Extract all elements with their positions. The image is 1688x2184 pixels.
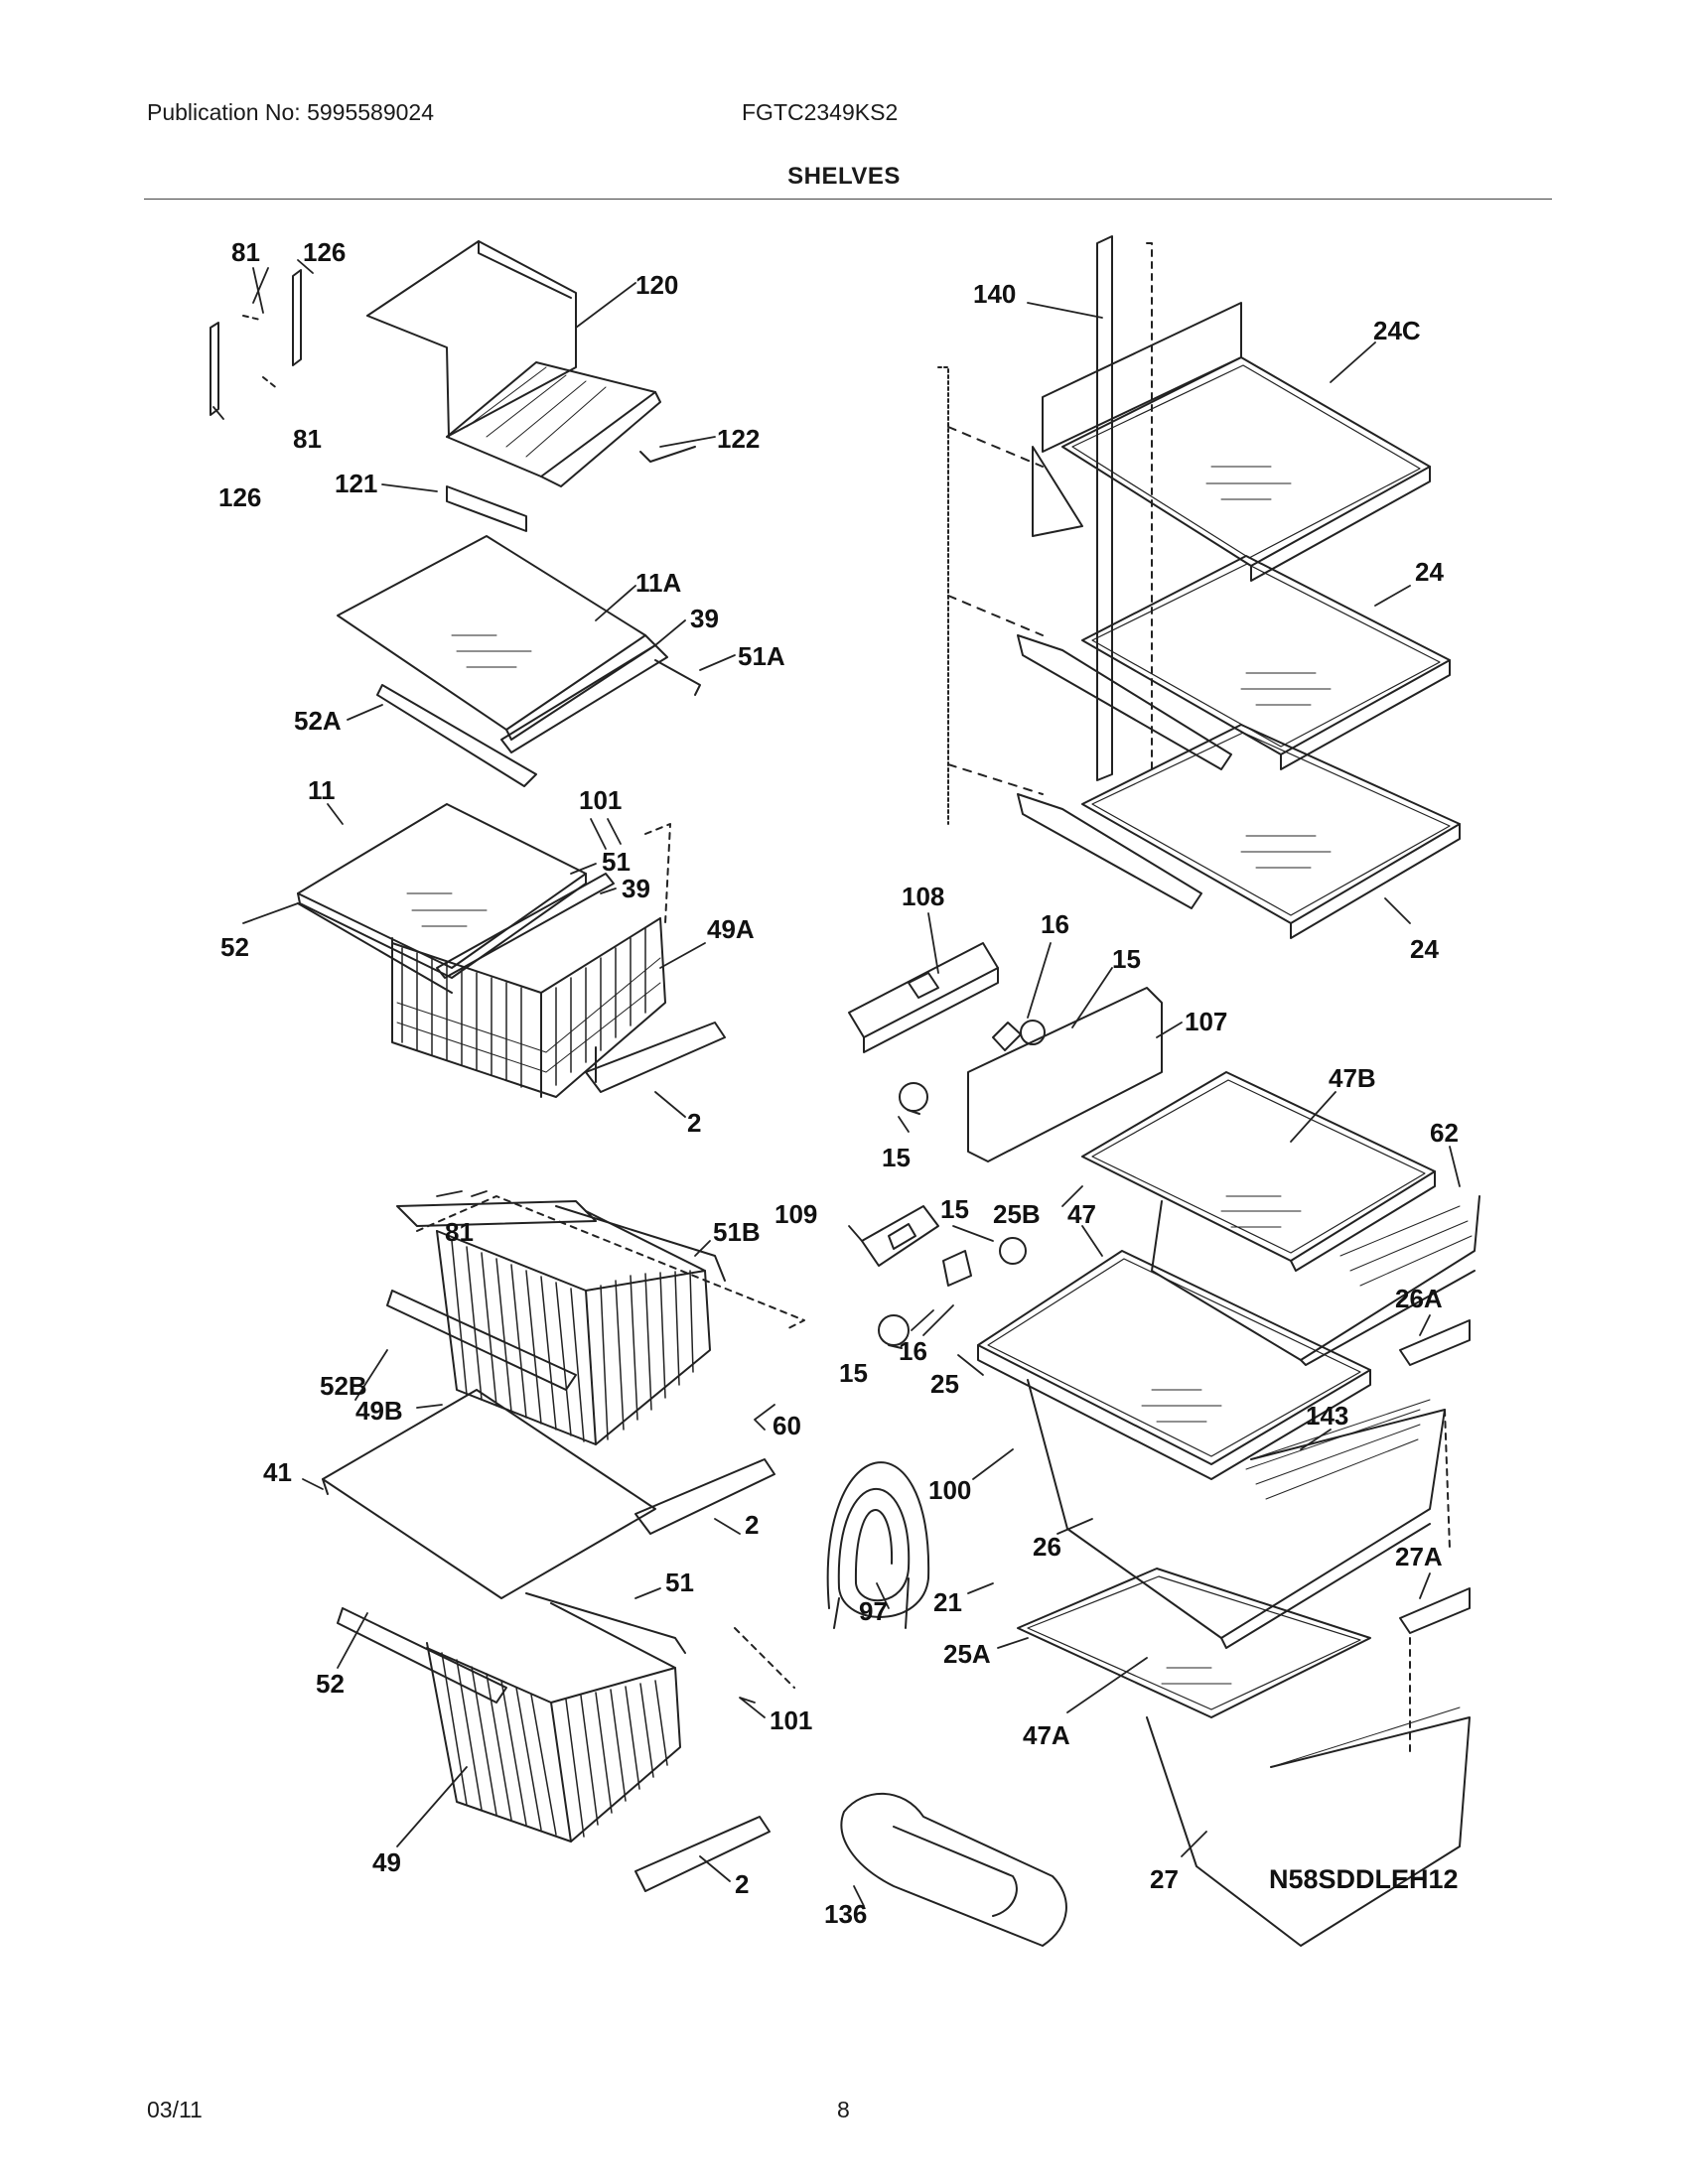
part-label: 47B (1329, 1063, 1376, 1093)
part-label: 52B (320, 1371, 367, 1401)
part-label: 47 (1067, 1199, 1096, 1229)
part-label: 49 (372, 1847, 401, 1877)
crisper-drawer-26-shelf-47 (977, 1250, 1471, 1649)
section-title: SHELVES (787, 163, 901, 190)
shelf-24-upper (947, 555, 1451, 770)
leader-lines (212, 259, 1461, 1907)
part-label: 15 (882, 1143, 911, 1172)
part-label: 24 (1415, 557, 1444, 587)
publication-number: Publication No: 5995589024 (147, 99, 435, 125)
shelf-24-lower (947, 724, 1461, 939)
part-label: 15 (839, 1358, 868, 1388)
part-label: 100 (928, 1475, 971, 1505)
part-label: 21 (933, 1587, 962, 1617)
basket-49B-shelf-41 (322, 1195, 805, 1599)
part-label: 107 (1185, 1007, 1227, 1036)
light-socket-109 (861, 1205, 1027, 1349)
part-label: 49A (707, 914, 755, 944)
part-label: 25 (930, 1369, 959, 1399)
part-label: 39 (690, 604, 719, 633)
part-label: 126 (218, 482, 261, 512)
part-label: 97 (859, 1596, 888, 1626)
part-label: 121 (335, 469, 377, 498)
shelf-11A (337, 535, 701, 787)
part-label: 2 (745, 1510, 759, 1540)
part-label: 16 (1041, 909, 1069, 939)
part-label: 24 (1410, 934, 1439, 964)
footer-date: 03/11 (147, 2097, 203, 2122)
part-label: 108 (902, 882, 944, 911)
part-label: 62 (1430, 1118, 1459, 1148)
rail-brackets-126 (210, 269, 302, 416)
part-label: 81 (231, 237, 260, 267)
part-label: 122 (717, 424, 760, 454)
part-label: 51 (665, 1568, 694, 1597)
part-label: 51B (713, 1217, 761, 1247)
part-label: 41 (263, 1457, 292, 1487)
part-label: 81 (293, 424, 322, 454)
part-label: 140 (973, 279, 1016, 309)
drawing-code: N58SDDLEH12 (1269, 1864, 1459, 1894)
crisper-drawer-27-shelf-47A (1017, 1568, 1471, 1947)
part-label: 143 (1306, 1401, 1348, 1431)
part-label: 25A (943, 1639, 991, 1669)
part-label: 25B (993, 1199, 1041, 1229)
part-label: 11 (308, 775, 336, 805)
part-label: 26 (1033, 1532, 1061, 1562)
part-label: 39 (622, 874, 650, 903)
part-label: 52 (316, 1669, 345, 1699)
part-label: 27 (1150, 1864, 1179, 1894)
part-label: 60 (773, 1411, 801, 1440)
part-label: 2 (687, 1108, 701, 1138)
part-label: 47A (1023, 1720, 1070, 1750)
part-label: 120 (635, 270, 678, 300)
shelf-11-basket-49A (297, 803, 726, 1098)
heater-coil-97 (826, 1461, 930, 1629)
part-label: 24C (1373, 316, 1421, 345)
part-label: 52 (220, 932, 249, 962)
part-labels: 81 126 120 122 81 126 121 11A 39 51A 52A… (218, 237, 1459, 1929)
basket-49-lower (337, 1592, 795, 1892)
part-label: 109 (774, 1199, 817, 1229)
part-label: 101 (770, 1706, 812, 1735)
part-label: 15 (1112, 944, 1141, 974)
part-label: 81 (445, 1217, 474, 1247)
part-label: 27A (1395, 1542, 1443, 1571)
part-label: 2 (735, 1869, 749, 1899)
crisper-drawer-62-shelf-47B (1081, 1071, 1480, 1366)
part-label: 49B (355, 1396, 403, 1426)
part-label: 11A (635, 568, 681, 598)
part-label: 101 (579, 785, 622, 815)
model-number: FGTC2349KS2 (742, 99, 899, 125)
part-label: 52A (294, 706, 342, 736)
part-label: 26A (1395, 1284, 1443, 1313)
shelf-24C (947, 302, 1431, 582)
part-label: 51 (602, 847, 631, 877)
part-label: 16 (899, 1336, 927, 1366)
part-label: 15 (940, 1194, 969, 1224)
header-divider (144, 199, 1552, 200)
light-housing-108-107 (848, 942, 1163, 1162)
part-label: 126 (303, 237, 346, 267)
cover-136 (840, 1792, 1067, 1947)
ice-bin-120 (366, 240, 696, 532)
part-label: 136 (824, 1899, 867, 1929)
rail-140 (937, 235, 1153, 825)
page-number: 8 (837, 2097, 850, 2122)
part-label: 51A (738, 641, 785, 671)
